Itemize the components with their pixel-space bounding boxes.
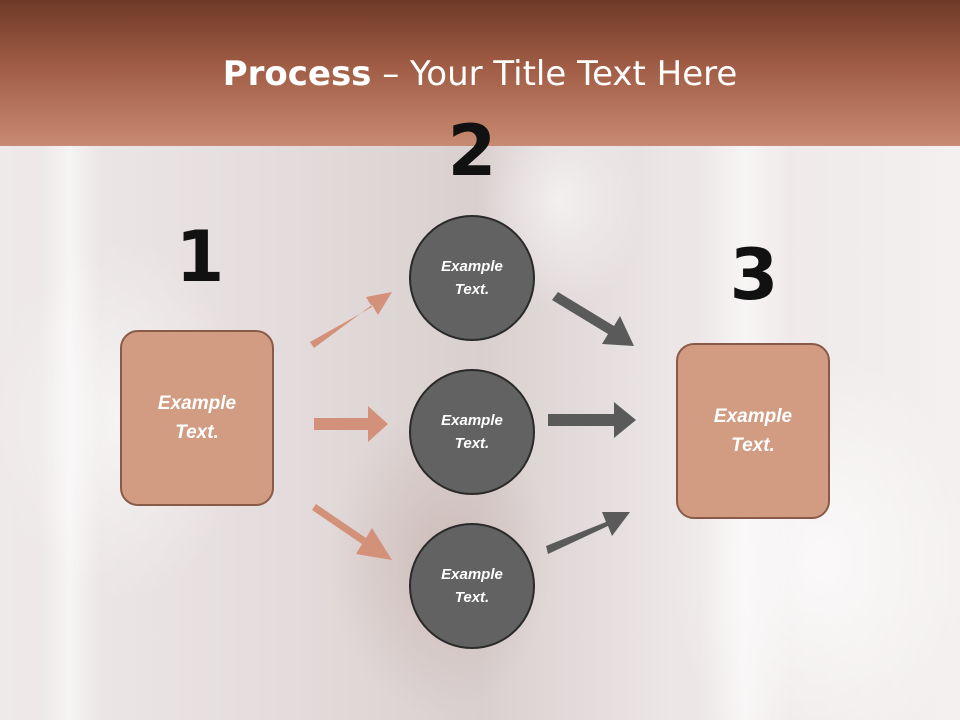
title-band (0, 0, 960, 146)
step-2-circle-bottom[interactable]: Example Text. (409, 523, 535, 649)
arrow-1-to-top (310, 292, 392, 348)
slide-title-bold: Process (222, 54, 372, 94)
step-3-box[interactable]: Example Text. (676, 343, 830, 519)
slide-title[interactable]: Process – Your Title Text Here (0, 52, 960, 96)
arrow-1-to-bottom (312, 504, 392, 560)
step-number-2: 2 (447, 110, 497, 192)
step-1-box[interactable]: Example Text. (120, 330, 274, 506)
arrow-bottom-to-3 (546, 512, 630, 554)
step-2-circle-middle[interactable]: Example Text. (409, 369, 535, 495)
background-highlight (40, 140, 100, 720)
arrow-top-to-3 (552, 292, 634, 346)
step-2-circle-top-text: Example Text. (441, 258, 503, 298)
step-3-text: Example Text. (713, 406, 793, 456)
step-number-3: 3 (729, 234, 779, 316)
step-2-circle-bottom-text: Example Text. (441, 566, 503, 606)
slide-title-rest: – Your Title Text Here (371, 54, 738, 94)
step-2-circle-middle-text: Example Text. (441, 412, 503, 452)
arrow-middle-to-3 (548, 402, 636, 438)
step-2-circle-top[interactable]: Example Text. (409, 215, 535, 341)
step-number-1: 1 (175, 216, 225, 298)
step-1-text: Example Text. (157, 393, 237, 443)
arrow-1-to-middle (314, 406, 388, 442)
